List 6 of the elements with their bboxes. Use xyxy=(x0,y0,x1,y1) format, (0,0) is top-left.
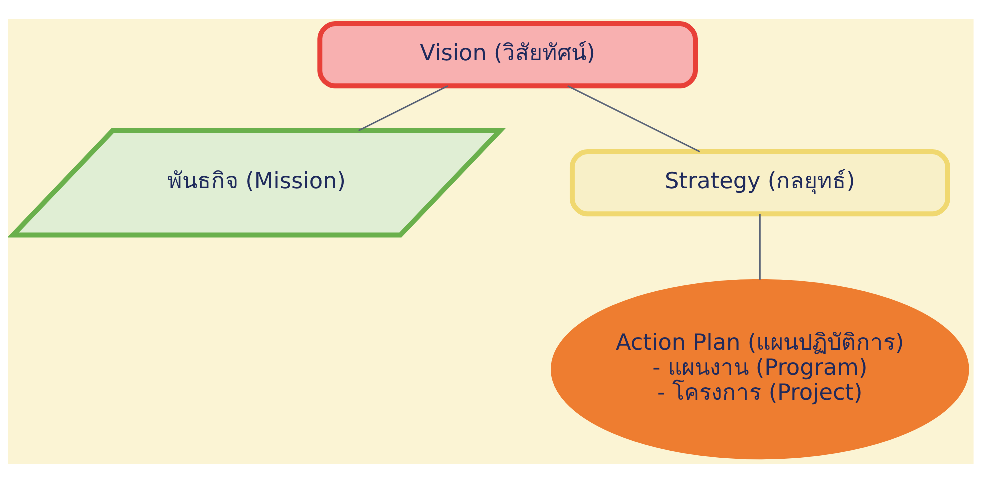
connector xyxy=(759,214,761,280)
node-ellipse: Action Plan (แผนปฏิบัติการ) - แผนงาน (Program) - โครงการ (Project) xyxy=(551,279,970,460)
node-box: Vision (วิสัยทัศน์) xyxy=(318,21,698,89)
connector xyxy=(358,86,448,132)
connector xyxy=(568,86,700,153)
node-box: Strategy (กลยุทธ์) xyxy=(570,150,950,217)
